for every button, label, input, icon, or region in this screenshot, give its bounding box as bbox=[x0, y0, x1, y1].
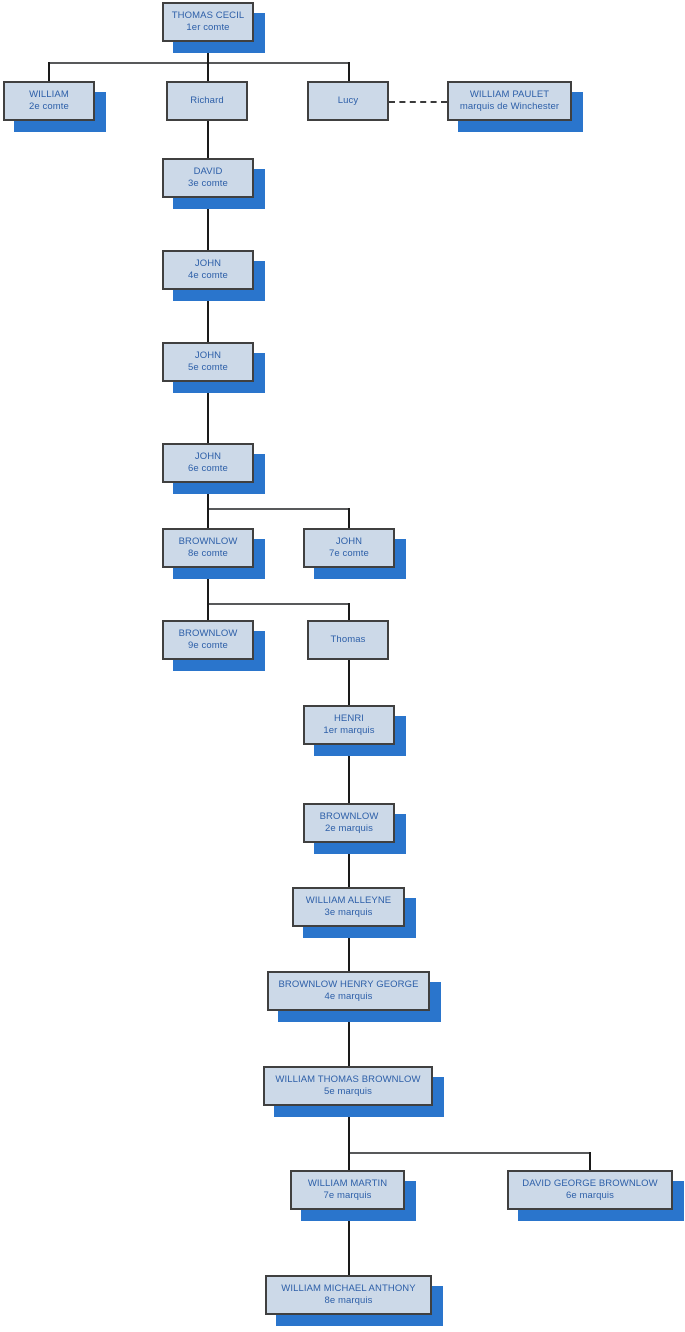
connector-john6-down bbox=[207, 482, 209, 509]
node-title: 5e marquis bbox=[324, 1086, 372, 1097]
connector-sibling-bar-gen5m bbox=[348, 1152, 591, 1154]
node-title: 1er comte bbox=[186, 22, 230, 33]
connector-to-william-martin-7e bbox=[348, 1152, 350, 1171]
connector-sibling-bar-gen1 bbox=[48, 62, 349, 64]
node-name: WILLIAM MARTIN bbox=[307, 1178, 388, 1190]
node-title: 8e marquis bbox=[324, 1295, 373, 1306]
node-name: WILLIAM MICHAEL ANTHONY bbox=[281, 1283, 416, 1295]
connector-sibling-bar-gen6 bbox=[207, 508, 350, 510]
node-name: BROWNLOW bbox=[319, 811, 379, 823]
connector-to-william-2e bbox=[48, 62, 50, 82]
connector-bhg4-to-wtb5 bbox=[348, 1010, 350, 1067]
node-name: JOHN bbox=[194, 258, 222, 270]
connector-brownlow8-down bbox=[207, 567, 209, 604]
node-name: BROWNLOW bbox=[178, 628, 238, 640]
node-name: BROWNLOW HENRY GEORGE bbox=[278, 979, 419, 991]
connector-alleyne3-to-bhg4 bbox=[348, 926, 350, 972]
connector-richard-to-david bbox=[207, 121, 209, 159]
node-name: WILLIAM ALLEYNE bbox=[305, 895, 392, 907]
node-name: Richard bbox=[190, 95, 224, 107]
connector-wm7-to-wma8 bbox=[348, 1209, 350, 1276]
node-lucy[interactable]: Lucy bbox=[307, 81, 389, 121]
node-title: 8e comte bbox=[188, 548, 228, 559]
node-title: 6e marquis bbox=[566, 1190, 614, 1201]
node-name: DAVID GEORGE BROWNLOW bbox=[522, 1178, 658, 1190]
connector-john4-to-john5 bbox=[207, 289, 209, 343]
node-name: WILLIAM PAULET bbox=[469, 89, 550, 101]
connector-to-lucy bbox=[348, 62, 350, 82]
node-name: HENRI bbox=[333, 713, 365, 725]
connector-henri-to-brownlow2 bbox=[348, 744, 350, 804]
node-name: WILLIAM bbox=[29, 89, 69, 101]
node-title: 7e marquis bbox=[323, 1190, 372, 1201]
node-title: 3e comte bbox=[188, 178, 228, 189]
node-title: marquis de Winchester bbox=[459, 101, 560, 112]
connector-sibling-bar-gen8 bbox=[207, 603, 350, 605]
node-title: 4e marquis bbox=[324, 991, 373, 1002]
node-name: DAVID bbox=[193, 166, 223, 178]
node-name: Lucy bbox=[337, 95, 359, 107]
node-name: JOHN bbox=[194, 350, 222, 362]
node-name: JOHN bbox=[335, 536, 363, 548]
connector-wtb5-down bbox=[348, 1105, 350, 1153]
connector-to-brownlow-8e bbox=[207, 508, 209, 529]
connector-to-david-george-6e bbox=[589, 1152, 591, 1171]
connector-to-thomas bbox=[348, 603, 350, 621]
connector-to-john-7e bbox=[348, 508, 350, 529]
node-title: 6e comte bbox=[188, 463, 228, 474]
node-name: WILLIAM THOMAS BROWNLOW bbox=[275, 1074, 421, 1086]
connector-david-to-john4 bbox=[207, 197, 209, 251]
node-richard[interactable]: Richard bbox=[166, 81, 248, 121]
connector-to-richard bbox=[207, 62, 209, 82]
connector-marriage-lucy-paulet bbox=[389, 101, 447, 103]
node-name: BROWNLOW bbox=[178, 536, 238, 548]
node-title: 7e comte bbox=[329, 548, 369, 559]
node-thomas[interactable]: Thomas bbox=[307, 620, 389, 660]
node-title: 2e comte bbox=[29, 101, 69, 112]
node-name: Thomas bbox=[330, 634, 366, 646]
connector-to-brownlow-9e bbox=[207, 603, 209, 621]
node-title: 9e comte bbox=[188, 640, 228, 651]
node-name: JOHN bbox=[194, 451, 222, 463]
connector-thomas-to-henri bbox=[348, 660, 350, 706]
connector-brownlow2-to-alleyne3 bbox=[348, 842, 350, 888]
connector-john5-to-john6 bbox=[207, 381, 209, 444]
node-title: 1er marquis bbox=[323, 725, 375, 736]
node-title: 5e comte bbox=[188, 362, 228, 373]
node-name: THOMAS CECIL bbox=[171, 10, 245, 22]
node-title: 4e comte bbox=[188, 270, 228, 281]
node-title: 2e marquis bbox=[325, 823, 373, 834]
node-title: 3e marquis bbox=[324, 907, 373, 918]
